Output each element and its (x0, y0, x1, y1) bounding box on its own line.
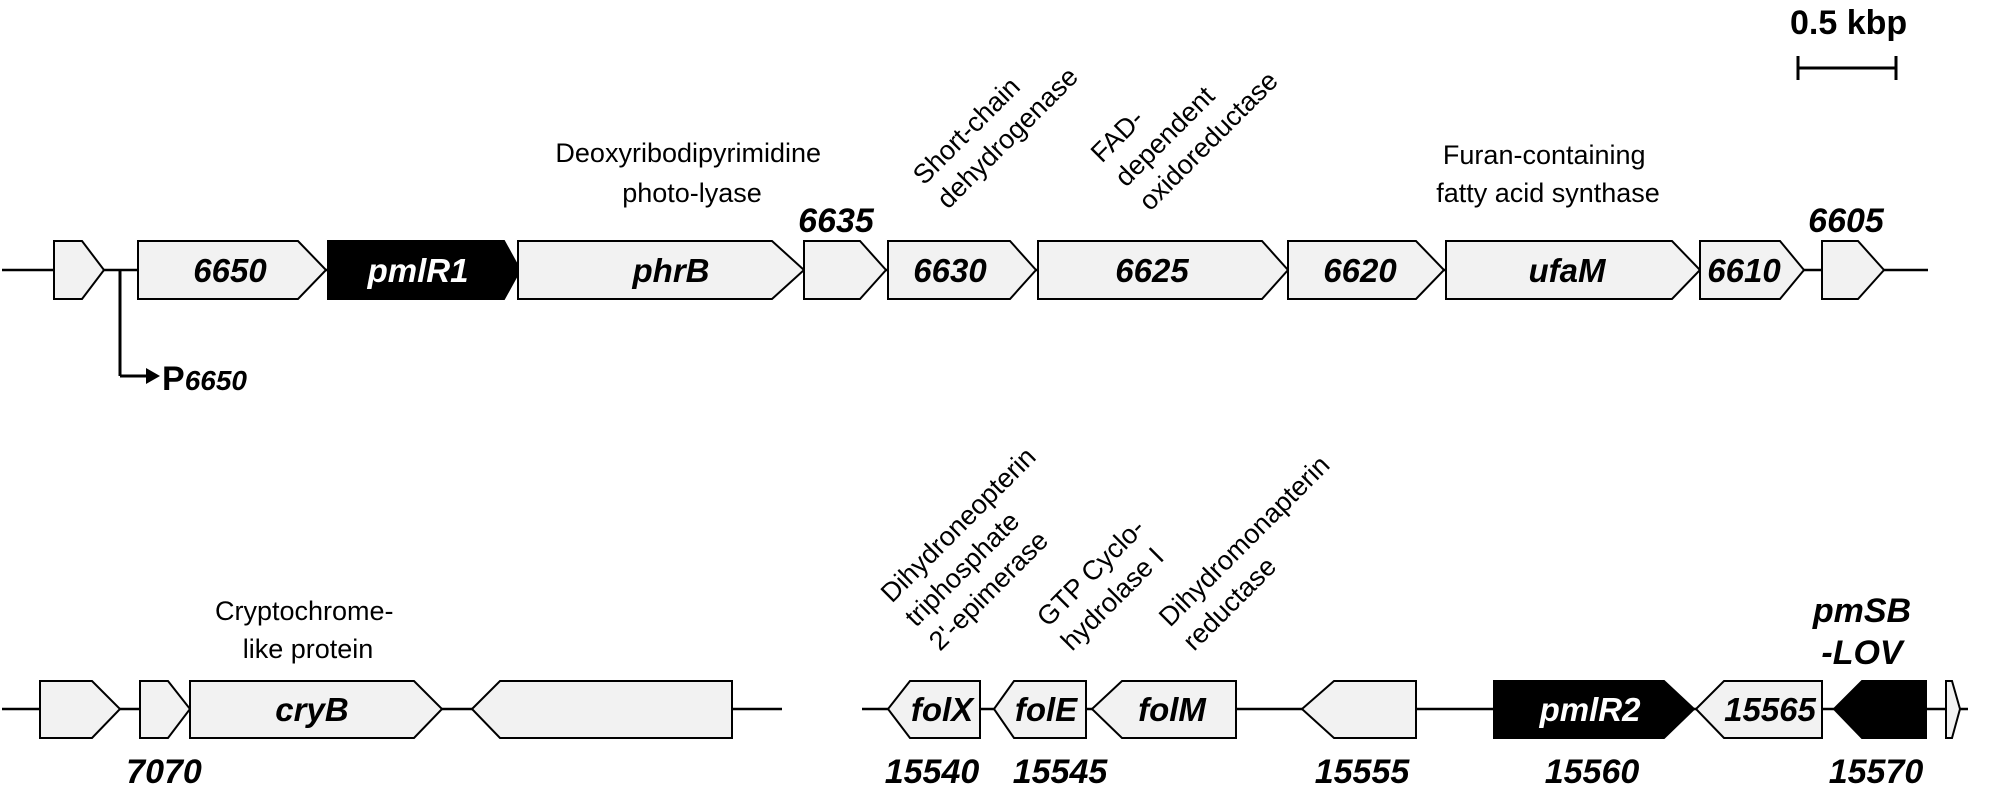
row2-small-gene-end (1945, 680, 1962, 739)
svg-text:GTP Cyclo- hydrolase I: GTP Cyclo- hydrolase I (1031, 507, 1180, 656)
gene-6605 (1821, 240, 1886, 300)
gene-folX (886, 680, 981, 739)
row1-small-gene-start (53, 240, 106, 300)
gene-6625 (1037, 240, 1290, 300)
gene-pmlR1 (327, 240, 522, 300)
gene-pmSB-LOV-label-1: pmSB (1812, 592, 1911, 630)
desc-folE: GTP Cyclo- hydrolase I (1031, 507, 1180, 657)
gene-pmSB-LOV-label-2: -LOV (1821, 634, 1906, 672)
gene-6620 (1287, 240, 1446, 300)
promoter-6650: P6650 (118, 270, 247, 398)
gene-phrB-label: phrB (632, 252, 710, 289)
gene-6610 (1699, 240, 1806, 300)
gene-pmSB-LOV (1832, 680, 1927, 739)
gene-15565-label: 15565 (1724, 691, 1816, 728)
gene-cryB-label: cryB (275, 691, 348, 728)
gene-6650 (137, 240, 328, 300)
promoter-arrow-head (146, 368, 160, 384)
gene-folM (1090, 680, 1237, 739)
gene-15555-number: 15555 (1315, 753, 1411, 791)
svg-text:Dihydromonapterin redu: Dihydromonapterin reductase (1153, 444, 1365, 656)
svg-text:FAD- dependent: FAD- dependent oxidoreductase (1085, 17, 1284, 216)
desc-phrB: Deoxyribodipyrimidine photo-lyase (555, 138, 828, 208)
gene-15560-number: 15560 (1545, 753, 1640, 791)
gene-15555 (1300, 680, 1417, 739)
desc-6625: FAD- dependent oxidoreductase (1085, 17, 1284, 217)
gene-15540-number: 15540 (885, 753, 980, 791)
gene-pmlR2 (1493, 680, 1696, 739)
gene-folX-label: folX (911, 691, 975, 728)
gene-6610-label: 6610 (1707, 252, 1781, 289)
desc-folM: Dihydromonapterin reductase (1153, 444, 1365, 657)
desc-folX: Dihydroneopterin triphosphate 2'-epimera… (875, 436, 1095, 657)
gene-15545-number: 15545 (1013, 753, 1109, 791)
gene-ufaM-label: ufaM (1529, 252, 1608, 289)
gene-folE (992, 680, 1087, 739)
gene-15565 (1694, 680, 1823, 739)
desc-6630: Short-chain dehydrogenase (907, 37, 1084, 214)
gene-6620-label: 6620 (1323, 252, 1397, 289)
svg-text:Short-chain dehydrogen: Short-chain dehydrogenase (907, 37, 1084, 214)
svg-text:Dihydroneopterin triph: Dihydroneopterin triphosphate 2'-epimera… (875, 436, 1095, 656)
gene-15570-number: 15570 (1829, 753, 1924, 791)
promoter-label: P6650 (162, 360, 247, 398)
scale-bar: 0.5 kbp (1790, 4, 1907, 80)
gene-6630 (887, 240, 1038, 300)
gene-6625-label: 6625 (1115, 252, 1189, 289)
gene-6630-label: 6630 (913, 252, 987, 289)
row2-small-gene-1 (39, 680, 122, 739)
gene-phrB (517, 240, 806, 300)
row2-reverse-gene (470, 680, 733, 739)
gene-ufaM (1445, 240, 1702, 300)
scale-bar-label: 0.5 kbp (1790, 4, 1907, 42)
gene-6650-label: 6650 (193, 252, 267, 289)
gene-cryB (189, 680, 444, 739)
gene-6605-number: 6605 (1808, 202, 1885, 240)
gene-pmlR2-label: pmlR2 (1539, 691, 1642, 728)
gene-folE-label: folE (1015, 691, 1078, 728)
desc-cryB: Cryptochrome- like protein (215, 596, 401, 664)
gene-7070-number: 7070 (126, 753, 202, 791)
row2-small-gene-7070 (139, 680, 192, 739)
gene-folM-label: folM (1138, 691, 1207, 728)
desc-ufaM: Furan-containing fatty acid synthase (1436, 140, 1660, 208)
gene-6635 (803, 240, 888, 300)
gene-pmlR1-label: pmlR1 (367, 252, 469, 289)
row1: P6650 6650 pmlR1 phrB 6635 6630 6625 662… (2, 17, 1928, 398)
gene-6635-number: 6635 (798, 202, 875, 240)
row2: 7070 cryB folX 15540 folE 15545 folM 155… (2, 436, 1968, 791)
